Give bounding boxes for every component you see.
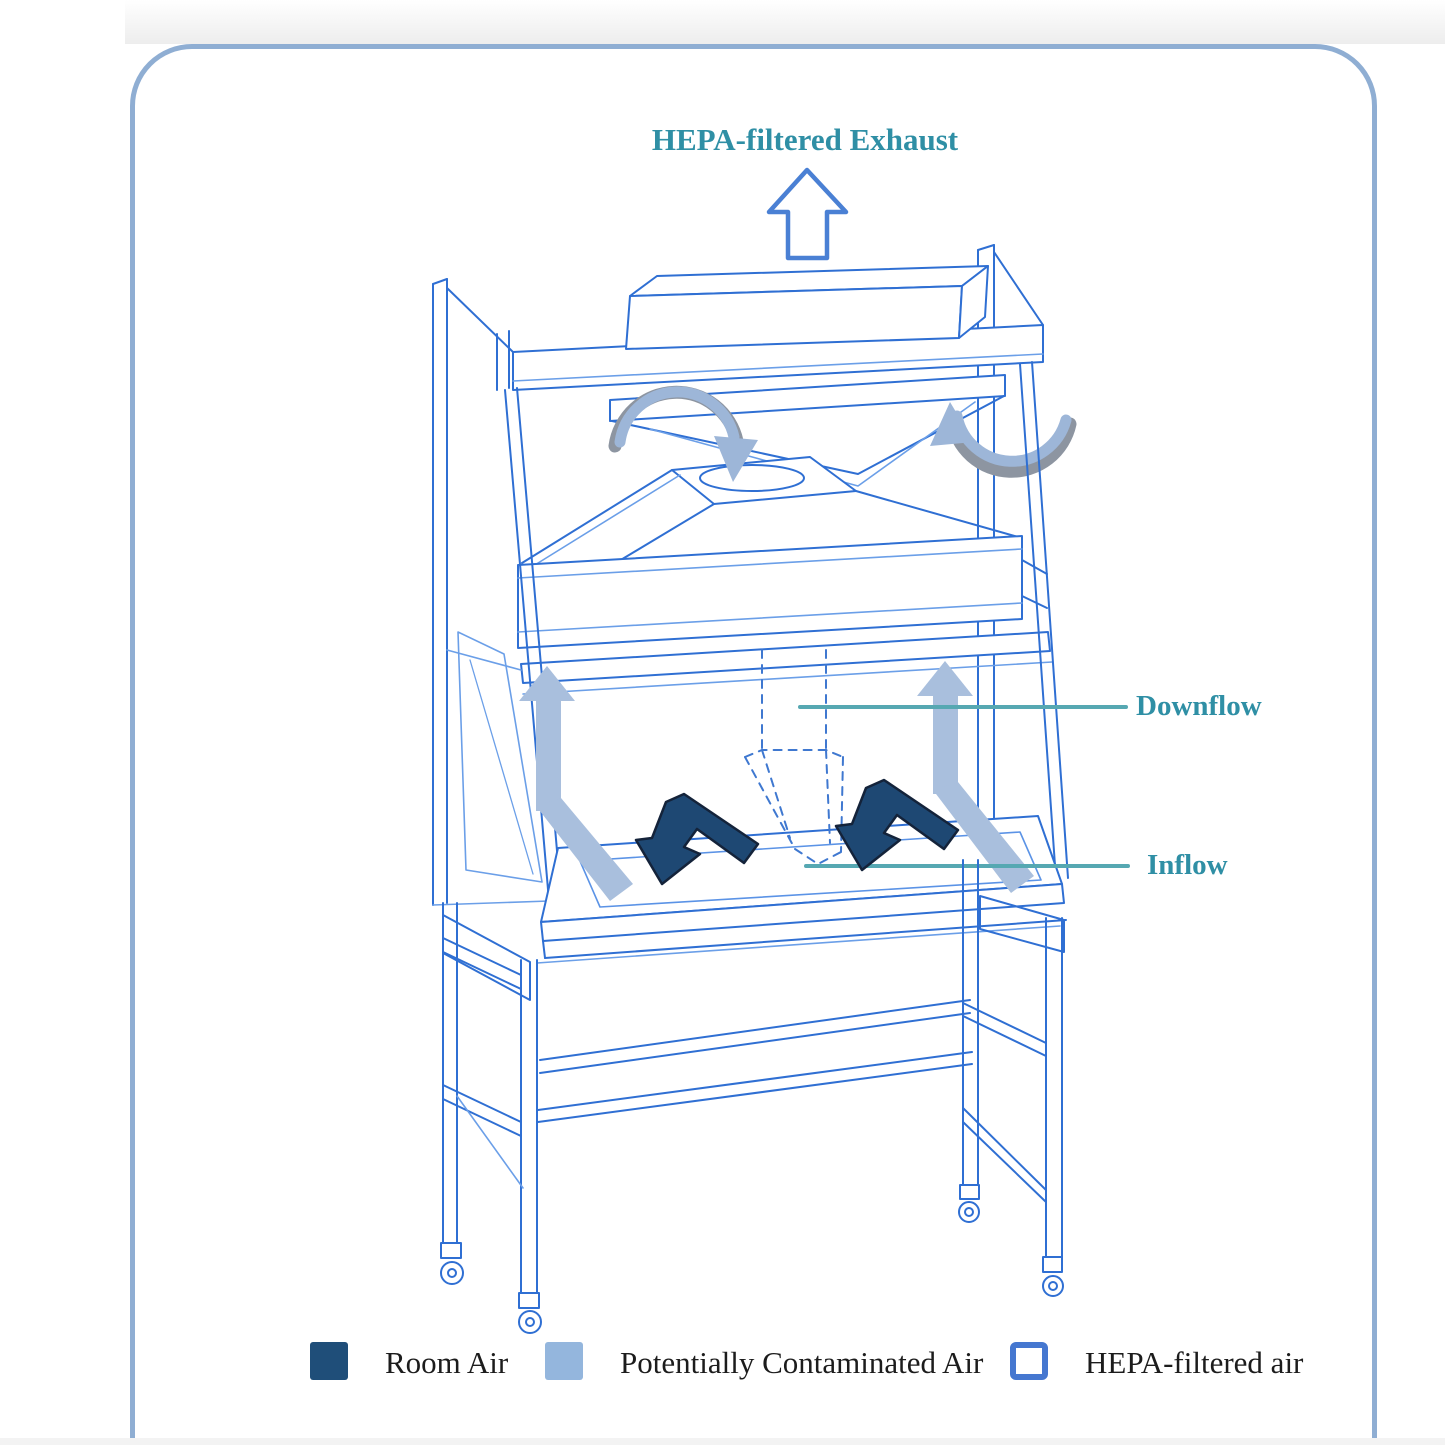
left-circulation-arrowhead [714,436,758,482]
diffuser-opening [699,464,805,492]
hepa-air-swatch [1010,1342,1048,1380]
left-up-arrow-shaft [536,699,561,811]
right-circulation-arrowhead [930,402,974,446]
room-air-swatch [310,1342,348,1380]
hepa-air-label: HEPA-filtered air [1085,1345,1304,1380]
page-bottom-edge [0,1438,1445,1445]
left-up-arrowhead [519,666,575,701]
right-room-air-arrow [834,778,960,872]
diffuser-hood [517,456,1048,649]
right-up-arrow-shaft [933,694,958,794]
left-room-air-arrow [634,792,760,886]
room-air-label: Room Air [385,1345,509,1380]
room-air-arrows-icon [634,778,960,886]
left-inflow-ribbon [536,798,633,901]
inflow-label: Inflow [1147,849,1228,881]
contaminated-air-swatch [545,1342,583,1380]
right-up-arrowhead [917,661,973,696]
circulation-arrows-icon [608,385,1077,482]
contaminated-air-label: Potentially Contaminated Air [620,1345,984,1380]
support-stand [440,859,1065,1334]
downflow-label: Downflow [1136,690,1262,722]
exhaust-label: HEPA-filtered Exhaust [651,122,959,157]
exhaust-arrow-icon [766,167,849,261]
page-top-shadow [125,0,1445,44]
